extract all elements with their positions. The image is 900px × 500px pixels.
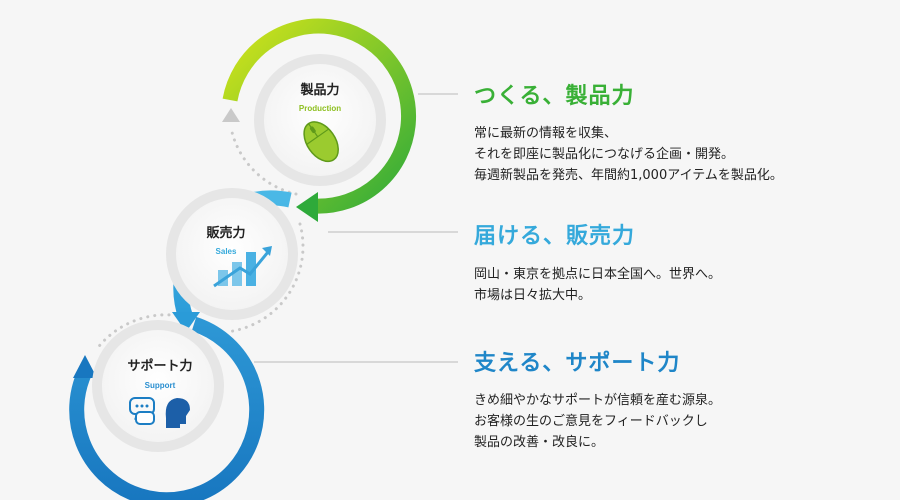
body-line: きめ細やかなサポートが信頼を産む源泉。 <box>474 393 722 408</box>
body-line: 毎週新製品を発売、年間約1,000アイテムを製品化。 <box>474 168 783 183</box>
section-sales-heading: 届ける、販売力 <box>474 224 636 249</box>
sales-growth-icon <box>213 246 272 288</box>
dotted-arc-support <box>94 313 192 352</box>
dotted-arc-sales <box>224 222 305 334</box>
section-production: つくる、製品力 常に最新の情報を収集、 それを即座に製品化につなげる企画・開発。… <box>474 78 783 186</box>
section-sales: 届ける、販売力 岡山・東京を拠点に日本全国へ。世界へ。 市場は日々拡大中。 <box>474 218 721 306</box>
section-production-heading: つくる、製品力 <box>474 84 635 109</box>
node-production-subtitle: Production <box>299 104 341 113</box>
node-support: サポート力 Support <box>92 320 224 452</box>
node-production: 製品力 Production <box>254 54 386 186</box>
arc-support <box>69 316 265 500</box>
node-support-subtitle: Support <box>145 381 176 390</box>
body-line: 市場は日々拡大中。 <box>474 288 592 303</box>
section-sales-body: 岡山・東京を拠点に日本全国へ。世界へ。 市場は日々拡大中。 <box>474 264 721 306</box>
node-sales: 販売力 Sales <box>166 188 298 320</box>
body-line: 岡山・東京を拠点に日本全国へ。世界へ。 <box>474 267 722 282</box>
body-line: お客様の生のご意見をフィードバックし <box>474 414 708 429</box>
section-support-heading: 支える、サポート力 <box>474 351 681 376</box>
body-line: それを即座に製品化につなげる企画・開発。 <box>474 147 735 162</box>
section-support: 支える、サポート力 きめ細やかなサポートが信頼を産む源泉。 お客様の生のご意見を… <box>474 345 721 453</box>
speech-bubbles-person-icon <box>129 397 190 428</box>
arrowhead-support <box>73 355 97 378</box>
section-support-body: きめ細やかなサポートが信頼を産む源泉。 お客様の生のご意見をフィードバックし 製… <box>474 390 721 453</box>
arrowhead-production <box>296 192 318 222</box>
node-support-title: サポート力 <box>127 358 192 374</box>
dotted-arc-production <box>229 126 298 196</box>
node-sales-title: 販売力 <box>206 225 245 241</box>
arc-production <box>222 18 417 214</box>
section-production-body: 常に最新の情報を収集、 それを即座に製品化につなげる企画・開発。 毎週新製品を発… <box>474 123 783 186</box>
computer-mouse-icon <box>303 121 339 163</box>
node-production-title: 製品力 <box>299 82 339 98</box>
arrowhead-gray-production <box>222 108 240 122</box>
body-line: 常に最新の情報を収集、 <box>474 126 618 141</box>
body-line: 製品の改善・改良に。 <box>474 435 605 450</box>
arrowhead-sales <box>172 312 200 332</box>
node-sales-subtitle: Sales <box>216 247 237 256</box>
